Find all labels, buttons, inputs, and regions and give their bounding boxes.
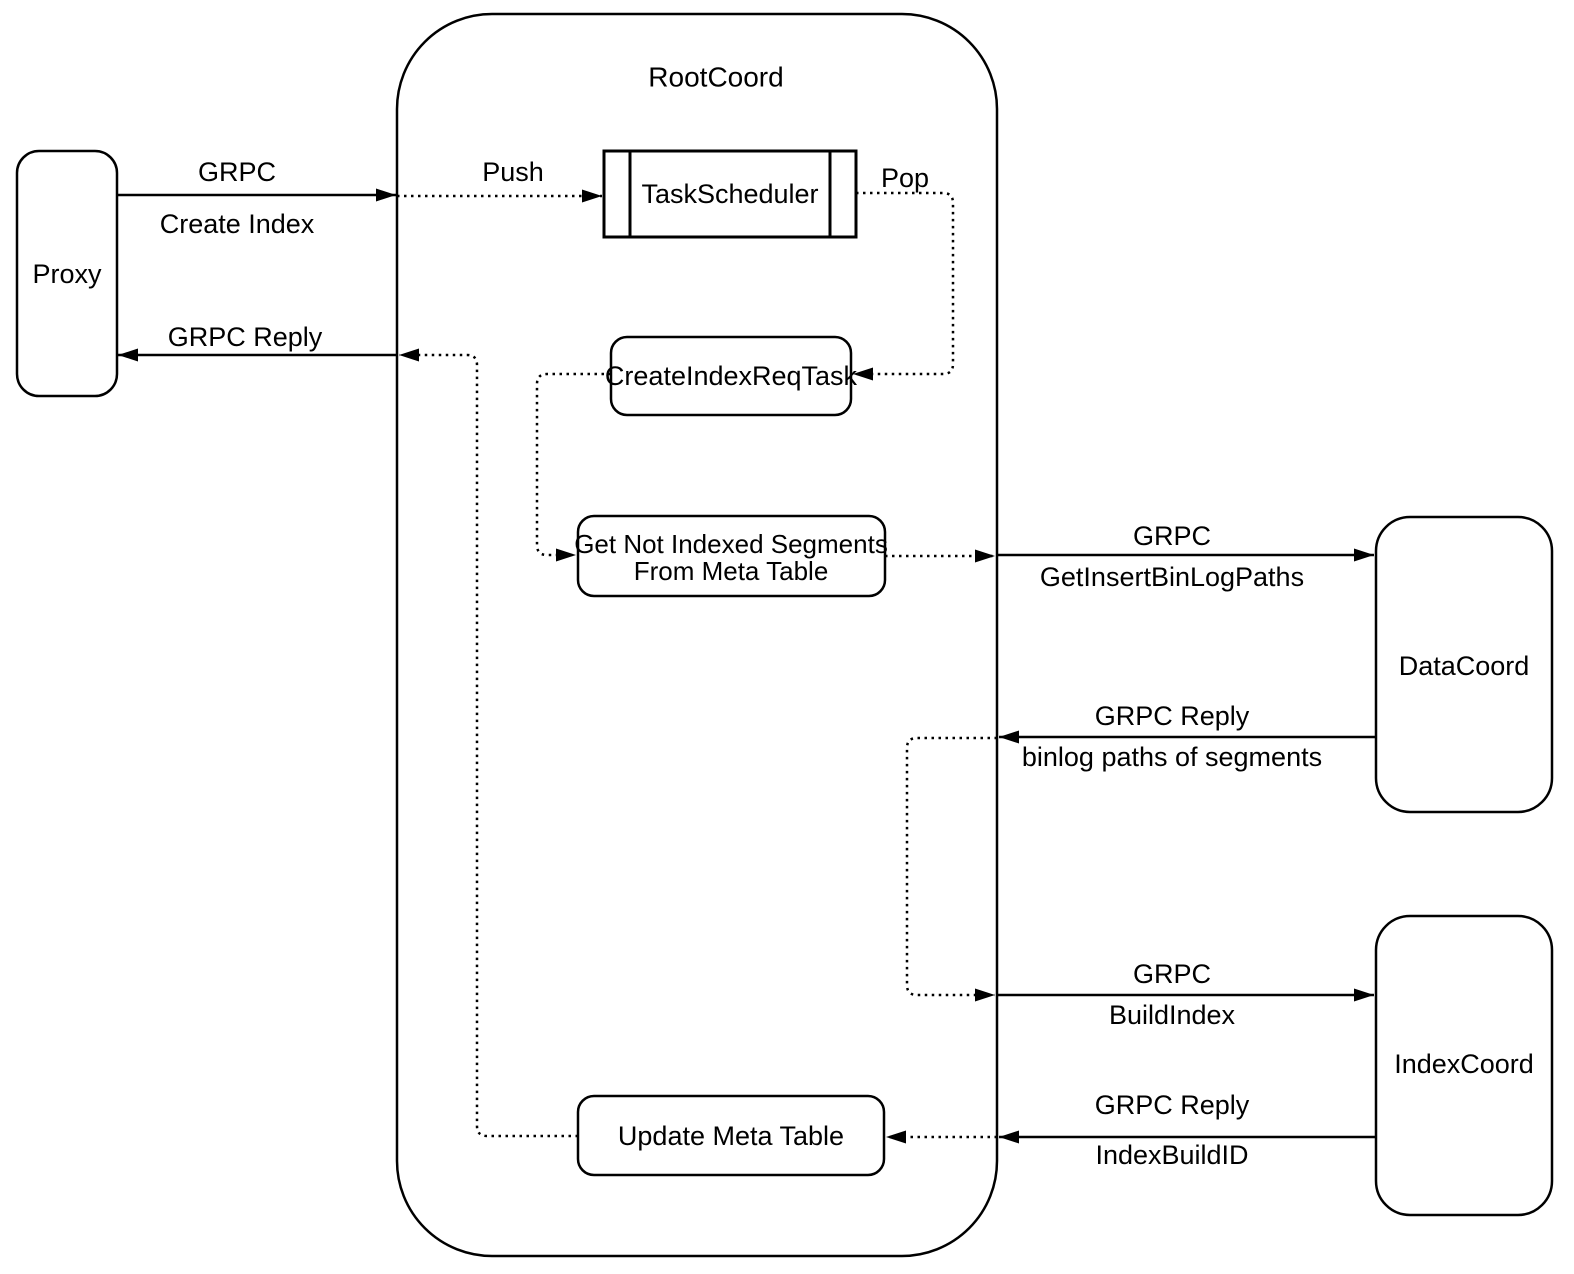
rootcoord-title: RootCoord bbox=[648, 62, 783, 93]
get-not-indexed-label-line2: From Meta Table bbox=[634, 556, 829, 586]
edge-grpc-create-index: GRPC Create Index bbox=[117, 157, 396, 239]
edge-grpc-reply-indexbuildid-label1: GRPC Reply bbox=[1095, 1090, 1250, 1120]
edge-push: Push bbox=[397, 157, 602, 203]
edge-grpc-create-index-label1: GRPC bbox=[198, 157, 276, 187]
task-scheduler-box bbox=[602, 149, 858, 239]
indexcoord-label: IndexCoord bbox=[1394, 1049, 1534, 1079]
edge-to-get-not-indexed bbox=[535, 372, 611, 562]
edge-grpc-reply-to-proxy: GRPC Reply bbox=[118, 322, 397, 362]
edge-push-label: Push bbox=[482, 157, 544, 187]
edge-to-get-not-indexed-line bbox=[535, 372, 611, 562]
get-not-indexed-label-line1: Get Not Indexed Segments bbox=[574, 529, 888, 559]
edge-update-meta-return-line bbox=[399, 348, 578, 1138]
edge-inner-loop bbox=[905, 736, 997, 1002]
task-scheduler-node: TaskScheduler bbox=[602, 149, 858, 239]
create-index-req-task-label: CreateIndexReqTask bbox=[605, 361, 858, 391]
edge-grpc-getinsertbinlogpaths-label1: GRPC bbox=[1133, 521, 1211, 551]
edge-grpc-getinsertbinlogpaths: GRPC GetInsertBinLogPaths bbox=[997, 521, 1374, 592]
edge-pop-line bbox=[853, 191, 955, 381]
datacoord-box bbox=[1374, 515, 1554, 814]
edge-grpc-reply-binlog-paths-label1: GRPC Reply bbox=[1095, 701, 1250, 731]
rootcoord-container: RootCoord bbox=[395, 12, 999, 1258]
task-scheduler-label: TaskScheduler bbox=[641, 179, 818, 209]
get-not-indexed-node: Get Not Indexed Segments From Meta Table bbox=[574, 514, 888, 598]
edge-grpc-reply-binlog-paths: GRPC Reply binlog paths of segments bbox=[999, 701, 1376, 772]
edge-grpc-getinsertbinlogpaths-label2: GetInsertBinLogPaths bbox=[1040, 562, 1304, 592]
edge-pop: Pop bbox=[853, 163, 955, 381]
edge-grpc-create-index-label2: Create Index bbox=[160, 209, 315, 239]
edge-update-meta-return bbox=[399, 348, 578, 1138]
edge-pop-label: Pop bbox=[881, 163, 929, 193]
indexcoord-box bbox=[1374, 914, 1554, 1217]
update-meta-table-node: Update Meta Table bbox=[576, 1094, 886, 1177]
indexcoord-node: IndexCoord bbox=[1374, 914, 1554, 1217]
edge-grpc-reply-binlog-paths-label2: binlog paths of segments bbox=[1022, 742, 1322, 772]
edge-inner-loop-line bbox=[905, 736, 997, 1002]
create-index-req-task-node: CreateIndexReqTask bbox=[605, 335, 858, 417]
edge-grpc-reply-indexbuildid-label2: IndexBuildID bbox=[1095, 1140, 1248, 1170]
update-meta-table-label: Update Meta Table bbox=[618, 1121, 844, 1151]
edge-grpc-buildindex-label1: GRPC bbox=[1133, 959, 1211, 989]
edge-grpc-buildindex: GRPC BuildIndex bbox=[997, 959, 1374, 1030]
proxy-node: Proxy bbox=[15, 149, 119, 398]
datacoord-label: DataCoord bbox=[1399, 651, 1530, 681]
datacoord-node: DataCoord bbox=[1374, 515, 1554, 814]
proxy-box bbox=[15, 149, 119, 398]
create-index-req-task-box bbox=[609, 335, 853, 417]
edge-grpc-reply-to-proxy-label: GRPC Reply bbox=[168, 322, 323, 352]
rootcoord-border bbox=[395, 12, 999, 1258]
edge-grpc-reply-indexbuildid: GRPC Reply IndexBuildID bbox=[999, 1090, 1376, 1170]
edge-grpc-buildindex-label2: BuildIndex bbox=[1109, 1000, 1236, 1030]
proxy-label: Proxy bbox=[32, 259, 102, 289]
